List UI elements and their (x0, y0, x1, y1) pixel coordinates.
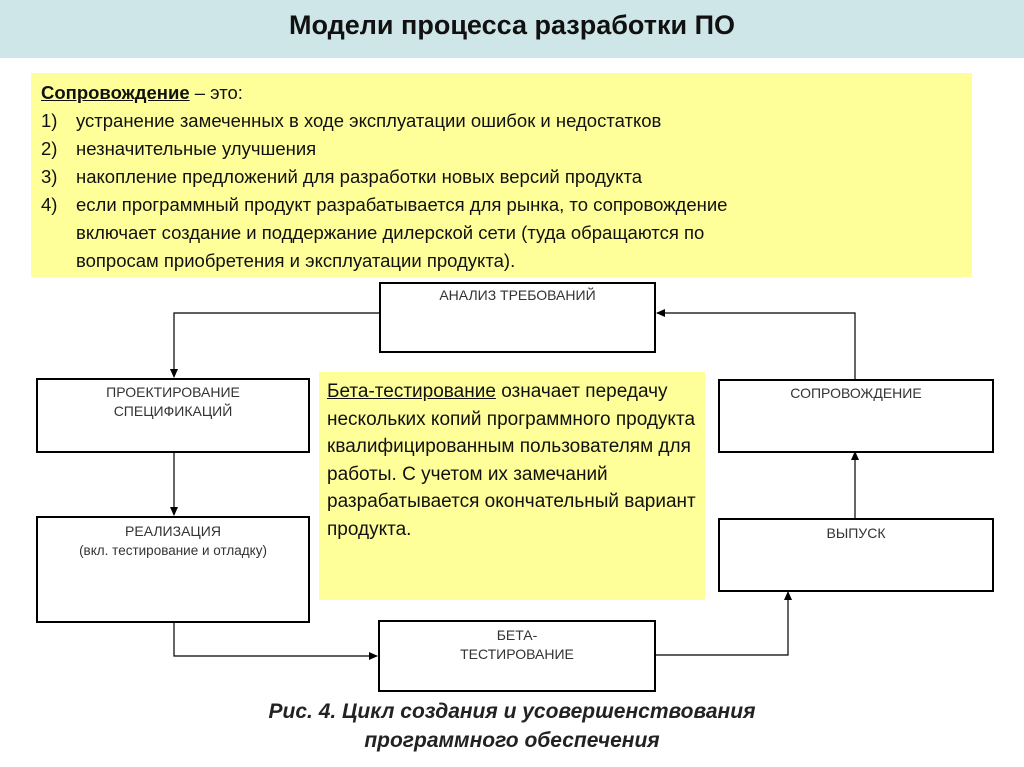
beta-note-text: означает передачу нескольких копий прогр… (327, 381, 696, 540)
definition-item: 2) незначительные улучшения (41, 138, 316, 160)
item-number: 2) (41, 138, 58, 159)
definition-item: 4) если программный продукт разрабатывает… (41, 194, 727, 216)
definition-continuation: включает создание и поддержание дилерско… (76, 222, 705, 243)
item-text: устранение замеченных в ходе эксплуатаци… (76, 110, 662, 131)
definition-intro: Сопровождение – это: (41, 82, 243, 104)
arrow-beta-to-release (655, 591, 792, 656)
arrow-maintenance-to-analysis (656, 309, 856, 380)
figure-caption-line1: Рис. 4. Цикл создания и усовершенствован… (268, 700, 756, 723)
item-text: накопление предложений для разработки но… (76, 166, 642, 187)
box-implementation: РЕАЛИЗАЦИЯ (вкл. тестирование и отладку) (36, 516, 310, 623)
box-label: РЕАЛИЗАЦИЯ (125, 523, 221, 539)
figure-caption-line2: программного обеспечения (364, 729, 660, 752)
box-label: ТЕСТИРОВАНИЕ (460, 646, 574, 662)
box-label: БЕТА- (496, 627, 538, 643)
page-title: Модели процесса разработки ПО (289, 10, 735, 40)
box-label: (вкл. тестирование и отладку) (79, 543, 267, 558)
definition-item: 3) накопление предложений для разработки … (41, 166, 642, 188)
item-number: 3) (41, 166, 58, 187)
title-bar: Модели процесса разработки ПО (0, 0, 1024, 58)
box-requirements-analysis: АНАЛИЗ ТРЕБОВАНИЙ (379, 282, 656, 353)
box-label: АНАЛИЗ ТРЕБОВАНИЙ (439, 287, 596, 303)
item-text: незначительные улучшения (76, 138, 317, 159)
box-label: СПЕЦИФИКАЦИЙ (113, 403, 233, 419)
item-number: 4) (41, 194, 58, 215)
definition-term: Сопровождение (41, 82, 190, 103)
box-release: ВЫПУСК (718, 518, 994, 592)
box-design-specifications: ПРОЕКТИРОВАНИЕ СПЕЦИФИКАЦИЙ (36, 378, 310, 453)
definition-item: 1) устранение замеченных в ходе эксплуата… (41, 110, 661, 132)
box-label: СОПРОВОЖДЕНИЕ (790, 385, 922, 401)
arrow-implementation-to-beta (173, 622, 378, 660)
arrow-analysis-to-design (170, 312, 380, 378)
box-label: ВЫПУСК (826, 525, 886, 541)
definition-continuation: вопросам приобретения и эксплуатации про… (76, 250, 516, 271)
definition-box: Сопровождение – это: 1) устранение замече… (31, 73, 972, 277)
beta-testing-note: Бета-тестирование означает передачу неск… (319, 372, 705, 600)
definition-intro-rest: – это: (189, 82, 243, 103)
box-label: ПРОЕКТИРОВАНИЕ (106, 384, 240, 400)
item-text: если программный продукт разрабатывается… (76, 194, 728, 215)
item-number: 1) (41, 110, 58, 131)
box-maintenance: СОПРОВОЖДЕНИЕ (718, 379, 994, 453)
beta-note-term: Бета-тестирование (327, 381, 496, 402)
box-beta-testing: БЕТА- ТЕСТИРОВАНИЕ (378, 620, 656, 692)
